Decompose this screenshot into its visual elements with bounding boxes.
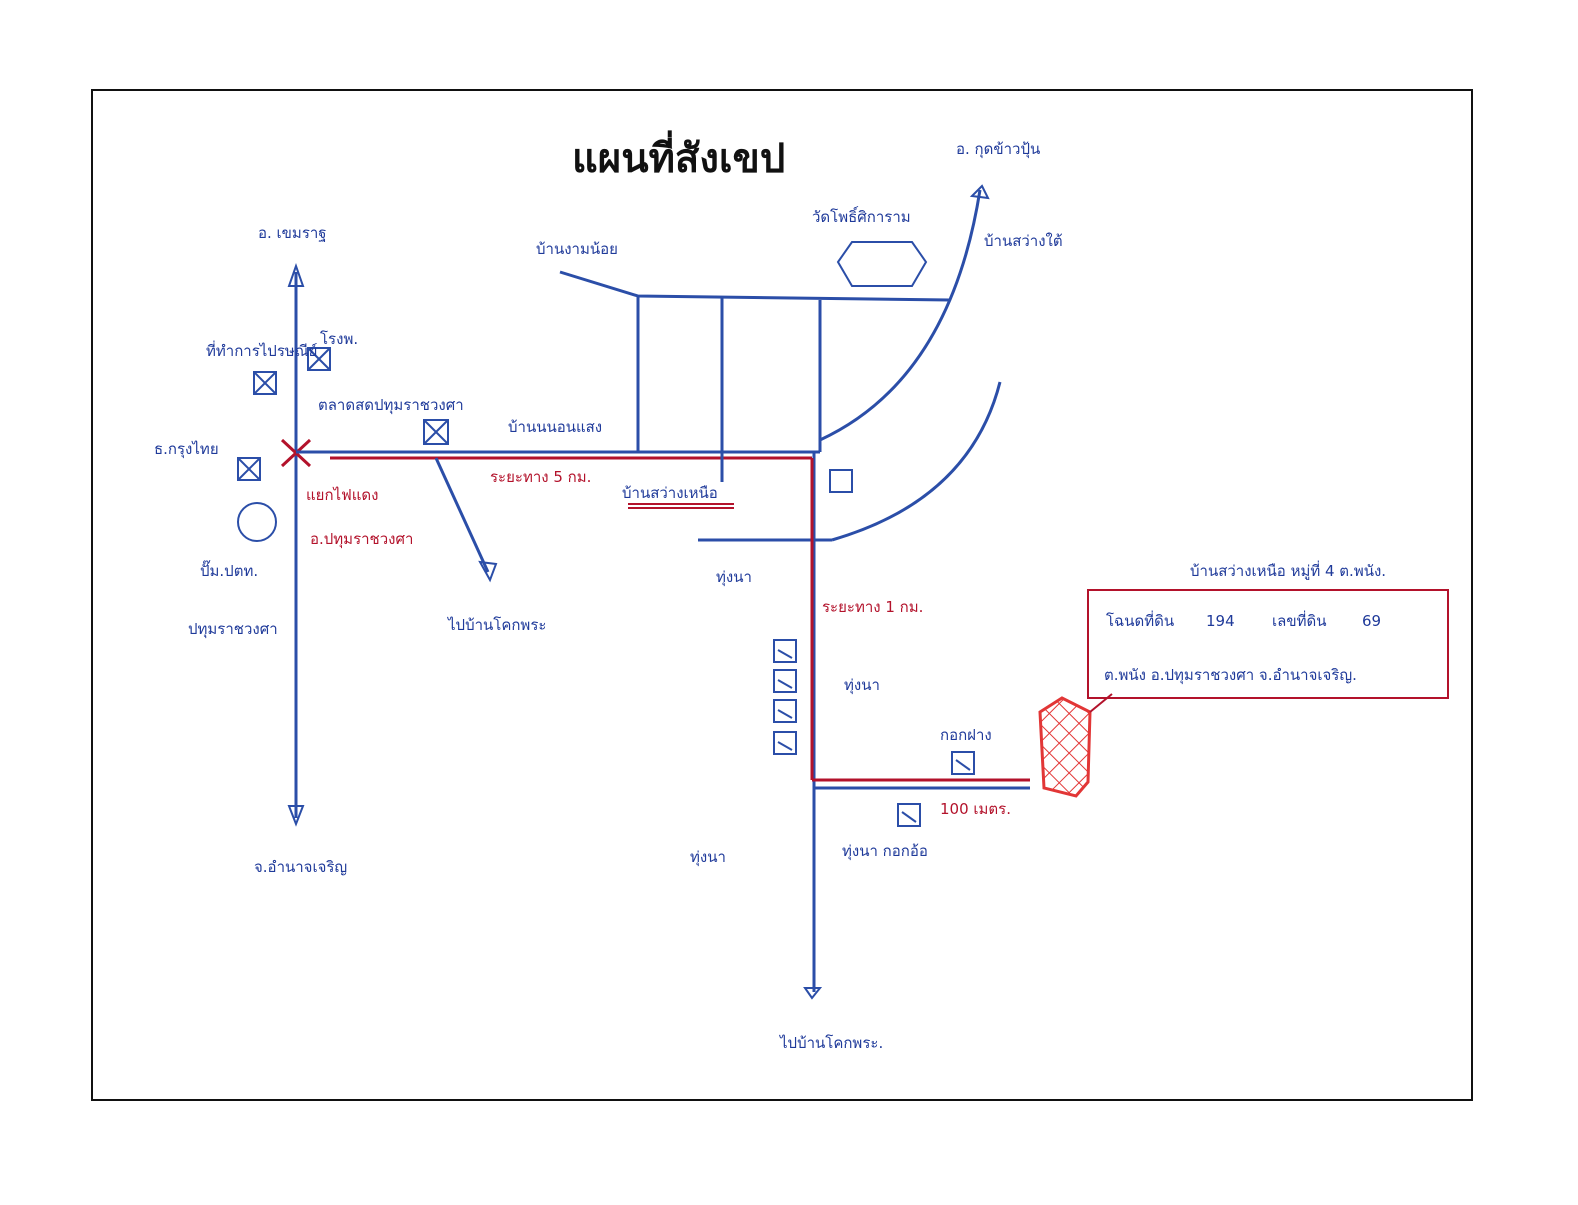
label-ban-non-sawang: บ้านนนอนแสง [508,418,602,436]
label-ban-ngam-noi: บ้านงามน้อย [536,240,618,258]
label-hospital: โรงพ. [320,330,358,348]
arrow-north-icon [287,262,305,287]
land-label: เลขที่ดิน [1272,610,1326,630]
ko-fang-icon [951,751,975,775]
gas-station-icon [237,502,277,542]
label-ban-sawang-nuea: บ้านสว่างเหนือ [622,484,718,502]
label-to-khok-phra-1: ไปบ้านโคกพระ [447,616,546,634]
post-office-icon [253,371,277,395]
label-a-kut-khao-pun: อ. กุดข้าวปุ้น [956,140,1040,159]
deed-label: โฉนดที่ดิน [1106,610,1174,630]
arrow-icon [478,560,498,583]
label-ban-sawang-tai: บ้านสว่างใต้ [984,232,1063,250]
label-tung-na-1: ทุ่งนา [716,568,752,587]
label-to-khok-phra-2: ไปบ้านโคกพระ. [779,1034,883,1052]
label-tung-na-2: ทุ่งนา [844,676,880,695]
label-ko-fang: กอกฝาง [940,726,992,744]
label-bank: ธ.กรุงไทย [154,440,219,459]
building-icon [829,469,853,493]
arrow-south-icon [803,987,823,1000]
road-curve-lower [831,381,1002,542]
label-traffic-light: แยกไฟแดง [306,486,378,504]
arrow-south-icon [287,805,305,827]
label-distance-100m: 100 เมตร. [940,800,1011,818]
building-icons [237,347,975,827]
map-title: แผนที่สังเขป [572,130,785,182]
label-pathum: ปทุมราชวงศา [188,620,278,639]
label-district-red: อ.ปทุมราชวงศา [310,530,413,549]
label-gas-station: ปั๊ม.ปตท. [200,560,258,580]
temple-icon [836,241,928,287]
info-header: บ้านสว่างเหนือ หมู่ที่ 4 ต.พนัง. [1190,560,1386,580]
label-tung-na-kok: ทุ่งนา กอกอ้อ [842,842,928,861]
label-distance-1km: ระยะทาง 1 กม. [822,598,923,616]
label-distance-5km: ระยะทาง 5 กม. [490,468,591,486]
deed-number: 194 [1206,612,1235,630]
info-box [1087,589,1449,699]
info-address: ต.พนัง อ.ปทุมราชวงศา จ.อำนาจเจริญ. [1104,666,1357,685]
map-frame [91,89,1473,1101]
label-south-left: จ.อำนาจเจริญ [254,858,347,876]
label-market: ตลาดสดปทุมราชวงศา [318,396,464,415]
hospital-icon [307,347,331,371]
label-tung-na-3: ทุ่งนา [690,848,726,867]
land-number: 69 [1362,612,1381,630]
label-a-khemarat: อ. เขมราฐ [258,224,327,242]
label-post-office: ที่ทำการไปรษณีย์ [206,340,317,360]
arrow-icon [969,184,990,200]
road-to-khok-phra [434,457,490,573]
market-icon [423,419,449,445]
label-wat: วัดโพธิ์ศิการาม [812,206,911,226]
road-curve-kut-khao-pun [819,189,982,442]
land-parcel [1038,696,1092,798]
bank-icon [237,457,261,481]
